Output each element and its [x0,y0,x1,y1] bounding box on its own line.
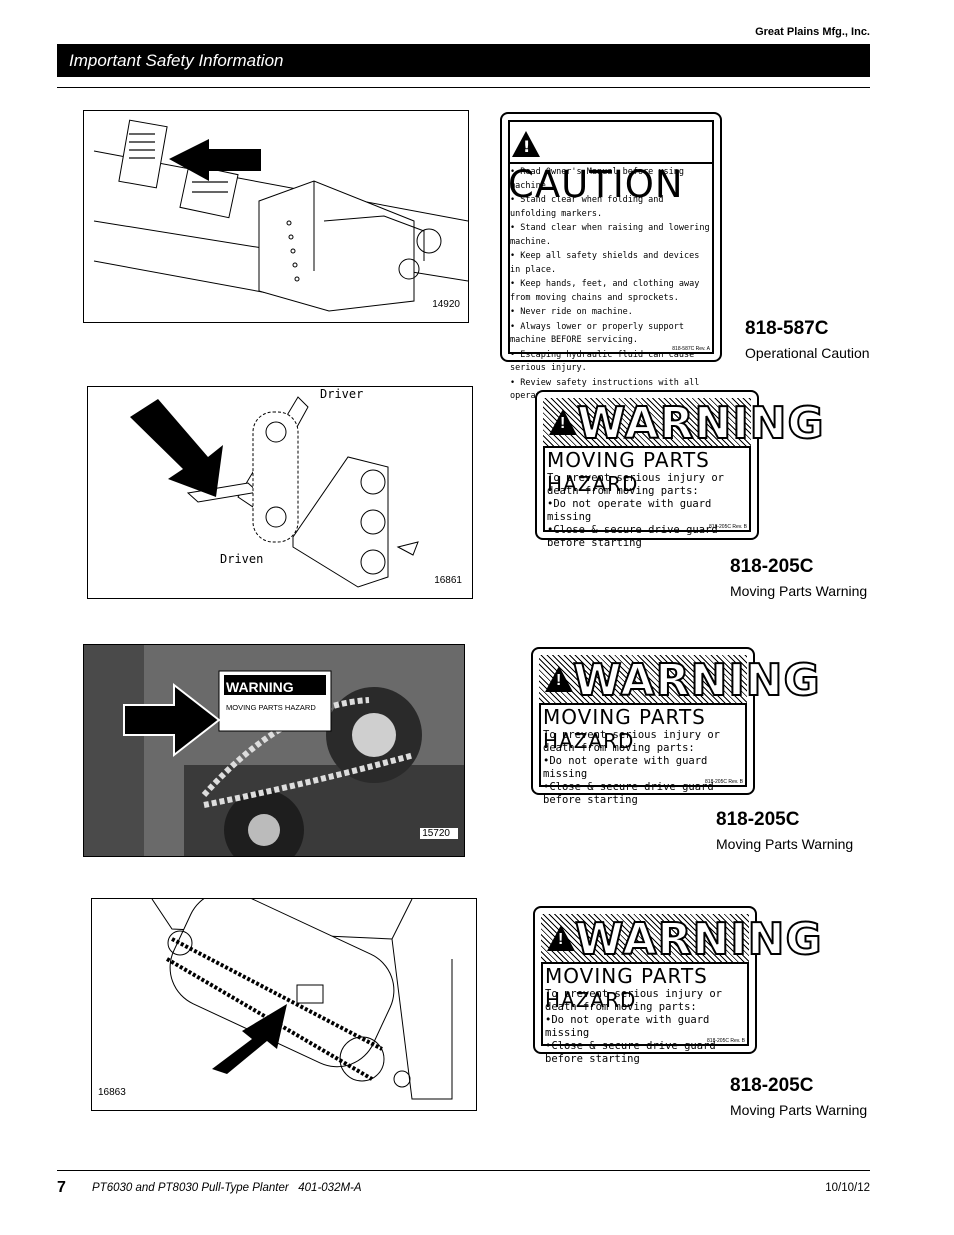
warning-header: ! WARNING [543,397,825,450]
caution-item: • Keep all safety shields and devices in… [510,251,700,275]
warning-subhead: MOVING PARTS HAZARD [547,448,710,496]
part-description: Moving Parts Warning [730,583,868,599]
caution-item: • Never ride on machine. [510,307,633,317]
warning-decal: ! WARNING MOVING PARTS HAZARD To prevent… [531,647,821,806]
warning-triangle-icon: ! [547,925,575,951]
company-name: Great Plains Mfg., Inc. [755,26,870,38]
page-number: 7 [57,1179,66,1196]
caution-list: • Read Owner's Manual before using machi… [510,166,714,405]
section-banner: Important Safety Information [57,44,870,77]
part-description: Moving Parts Warning [716,836,854,852]
caution-header: ! CAUTION [508,120,714,206]
hitch-illustration [93,119,468,312]
part-number: 818-205C [730,1075,814,1096]
footer-title: PT6030 and PT8030 Pull-Type Planter 401-… [92,1182,362,1194]
drive-guard-illustration [130,396,419,588]
label-driver: Driver [320,387,364,401]
caution-item: • Keep hands, feet, and clothing away fr… [510,279,700,303]
caution-decal: ! CAUTION • Read Owner's Manual before u… [500,112,722,401]
caution-title: CAUTION [508,163,684,206]
part-description: Moving Parts Warning [730,1102,868,1118]
figure-number: 14920 [432,299,460,310]
figure-number: 15720 [420,828,458,839]
label-driven: Driven [220,552,264,566]
warning-decal: ! WARNING MOVING PARTS HAZARD To prevent… [533,906,823,1065]
warning-subhead: MOVING PARTS HAZARD [545,964,708,1012]
caution-item: • Read Owner's Manual before using machi… [510,167,685,191]
caution-item: • Escaping hydraulic fluid can cause ser… [510,349,695,374]
figure-chain-drive: 16863 [91,898,477,1111]
decal-border [508,120,714,354]
warning-header: ! WARNING [539,654,821,707]
figure-number: 16863 [98,1087,126,1098]
warning-triangle-icon: ! [545,666,573,692]
warning-subhead: MOVING PARTS HAZARD [543,705,706,753]
chain-drive-illustration [151,899,453,1100]
warning-title: WARNING [574,913,823,966]
warning-decal: ! WARNING MOVING PARTS HAZARD To prevent… [535,390,825,549]
part-description: Operational Caution [745,345,870,361]
decal-code: 818-205C Rev. B [705,779,743,785]
header-rule [57,87,870,88]
caution-item: • Stand clear when folding and unfolding… [510,195,664,219]
part-number: 818-587C [745,318,829,339]
decal-code: 818-587C Rev. A [672,346,710,352]
part-number: 818-205C [716,809,800,830]
warning-header: ! WARNING [541,913,823,966]
warning-triangle-icon: ! [512,130,540,157]
decal-code: 818-205C Rev. B [709,524,747,530]
section-title: Important Safety Information [69,51,284,70]
warning-text: To prevent serious injury or death from … [545,988,723,1065]
figure-drive-guard: Driver Driven 16861 [87,386,473,599]
warning-title: WARNING [576,397,825,450]
warning-text: To prevent serious injury or death from … [547,472,725,549]
footer-rule [57,1170,870,1171]
figure-chain-photo: WARNING MOVING PARTS HAZARD 15720 [83,644,465,857]
photo-decal-subhead: MOVING PARTS HAZARD [226,703,316,712]
caution-item: • Stand clear when raising and lowering … [510,223,710,247]
part-number: 818-205C [730,556,814,577]
decal-code: 818-205C Rev. B [707,1038,745,1044]
warning-text: To prevent serious injury or death from … [543,729,721,806]
footer-date: 10/10/12 [825,1182,870,1194]
caution-item: • Always lower or properly support machi… [510,321,685,346]
figure-hitch-decals: 14920 [83,110,469,323]
warning-triangle-icon: ! [549,409,577,435]
warning-title: WARNING [572,654,821,707]
chain-photo [84,645,464,856]
figure-number: 16861 [434,575,462,586]
photo-decal-title: WARNING [226,679,294,695]
